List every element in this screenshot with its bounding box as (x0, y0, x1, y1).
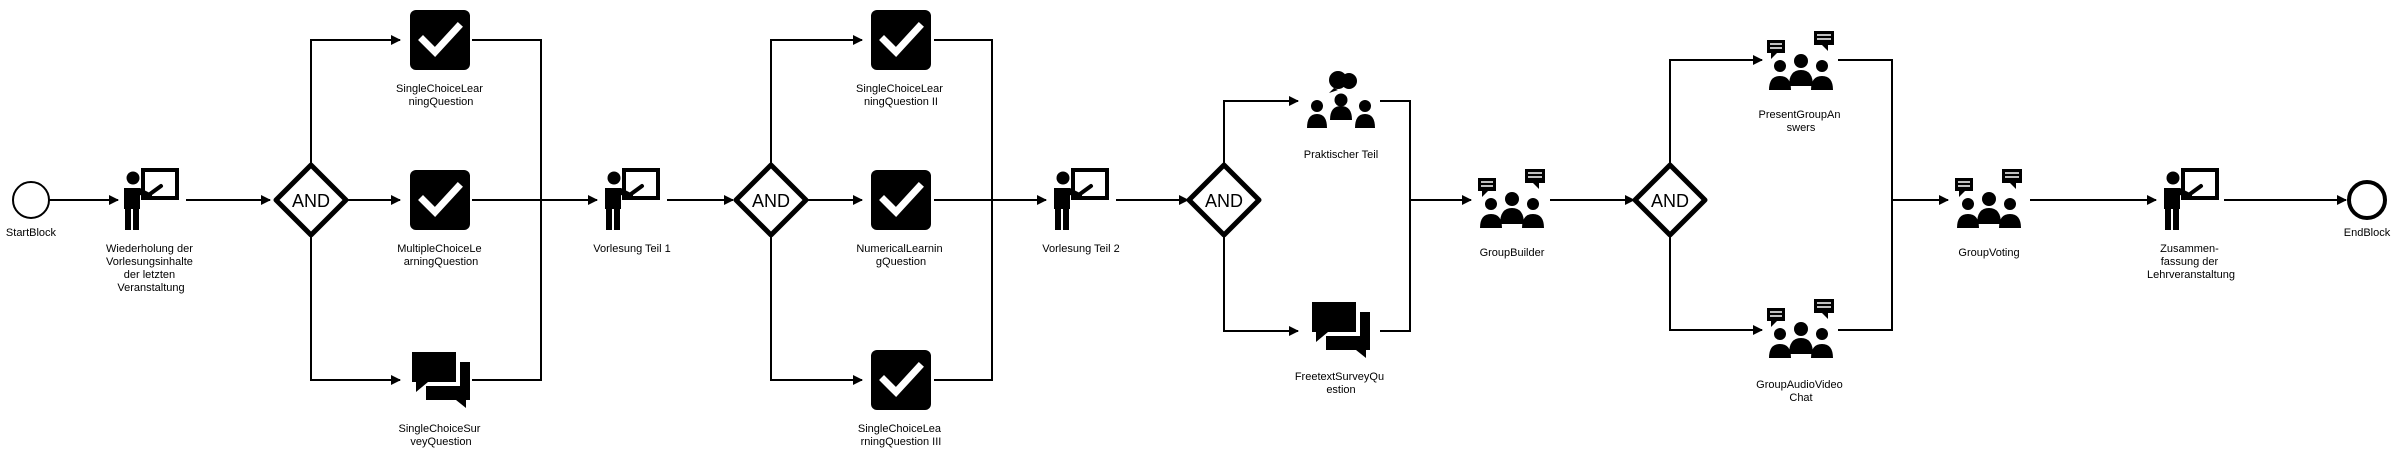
start-event-circle[interactable] (12, 181, 50, 219)
edge-practical-groupbuilder (1380, 100, 1411, 200)
practical-part-label: Praktischer Teil (1304, 149, 1378, 161)
end-event-label: EndBlock (2344, 227, 2391, 239)
group-audio-video-chat-label: GroupAudioVideo Chat (1756, 379, 1846, 404)
edge-and4-present (1669, 55, 1763, 165)
group-chat-icon[interactable] (1766, 30, 1835, 91)
gateway-and-1-label: AND (292, 191, 330, 211)
single-choice-learning-question-2-label: SingleChoiceLear ningQuestion II (856, 83, 946, 108)
gateway-and-4[interactable]: AND (1632, 162, 1708, 238)
edge-freetext-groupbuilder (1380, 200, 1411, 332)
gateway-and-3[interactable]: AND (1186, 162, 1262, 238)
checkmark-box-icon[interactable] (871, 350, 931, 410)
group-chat-icon[interactable] (1477, 168, 1546, 229)
single-choice-learning-question-3-label: SingleChoiceLea rningQuestion III (858, 423, 944, 448)
teacher-board-icon[interactable] (605, 170, 658, 230)
speech-bubbles-icon[interactable] (1312, 302, 1370, 358)
summary-label: Zusammen- fassung der Lehrveranstaltung (2147, 243, 2235, 281)
gateway-and-4-label: AND (1651, 191, 1689, 211)
group-builder-label: GroupBuilder (1480, 247, 1545, 259)
edge-audiovideo-voting (1838, 200, 1893, 331)
edge-scl1-lecture1 (472, 39, 542, 200)
start-event-label: StartBlock (6, 227, 57, 239)
group-voting-label: GroupVoting (1958, 247, 2019, 259)
single-choice-learning-question-label: SingleChoiceLear ningQuestion (396, 83, 486, 108)
edge-and2-scl3 (770, 235, 863, 385)
edge-scl2-lecture2 (934, 39, 993, 200)
single-choice-survey-question-label: SingleChoiceSur veyQuestion (399, 423, 484, 448)
lecture-review-label: Wiederholung der Vorlesungsinhalte der l… (106, 243, 196, 294)
gateway-and-2[interactable]: AND (733, 162, 809, 238)
gateway-and-1[interactable]: AND (273, 162, 349, 238)
teacher-board-icon[interactable] (124, 170, 177, 230)
present-group-answers-label: PresentGroupAn swers (1759, 109, 1844, 134)
checkmark-box-icon[interactable] (871, 10, 931, 70)
gateway-and-3-label: AND (1205, 191, 1243, 211)
group-chat-icon[interactable] (1954, 168, 2023, 229)
gateway-and-2-label: AND (752, 191, 790, 211)
multiple-choice-learning-question-label: MultipleChoiceLe arningQuestion (397, 243, 484, 268)
edge-and2-scl2 (770, 35, 863, 165)
edge-and1-scl1 (310, 35, 401, 165)
checkmark-box-icon[interactable] (410, 10, 470, 70)
edge-and4-audiovideo (1669, 235, 1763, 335)
group-discussion-icon[interactable] (1307, 71, 1375, 128)
edge-and3-freetext (1223, 235, 1299, 336)
teacher-board-icon[interactable] (2164, 170, 2217, 230)
freetext-survey-question-label: FreetextSurveyQu estion (1295, 371, 1387, 396)
edge-present-voting (1838, 59, 1893, 200)
edges (49, 35, 2347, 385)
checkmark-box-icon[interactable] (871, 170, 931, 230)
lecture-part-2-label: Vorlesung Teil 2 (1042, 243, 1119, 255)
numerical-learning-question-label: NumericalLearnin gQuestion (856, 243, 945, 268)
edge-and3-practical (1223, 96, 1299, 165)
teacher-board-icon[interactable] (1054, 170, 1107, 230)
lecture-part-1-label: Vorlesung Teil 1 (593, 243, 670, 255)
edge-scl3-lecture2 (934, 200, 993, 381)
edge-scs-lecture1 (472, 200, 542, 381)
end-event-circle[interactable] (2347, 180, 2387, 220)
edge-and1-scs (310, 235, 401, 385)
checkmark-box-icon[interactable] (410, 170, 470, 230)
speech-bubbles-icon[interactable] (412, 352, 470, 408)
group-chat-icon[interactable] (1766, 298, 1835, 359)
